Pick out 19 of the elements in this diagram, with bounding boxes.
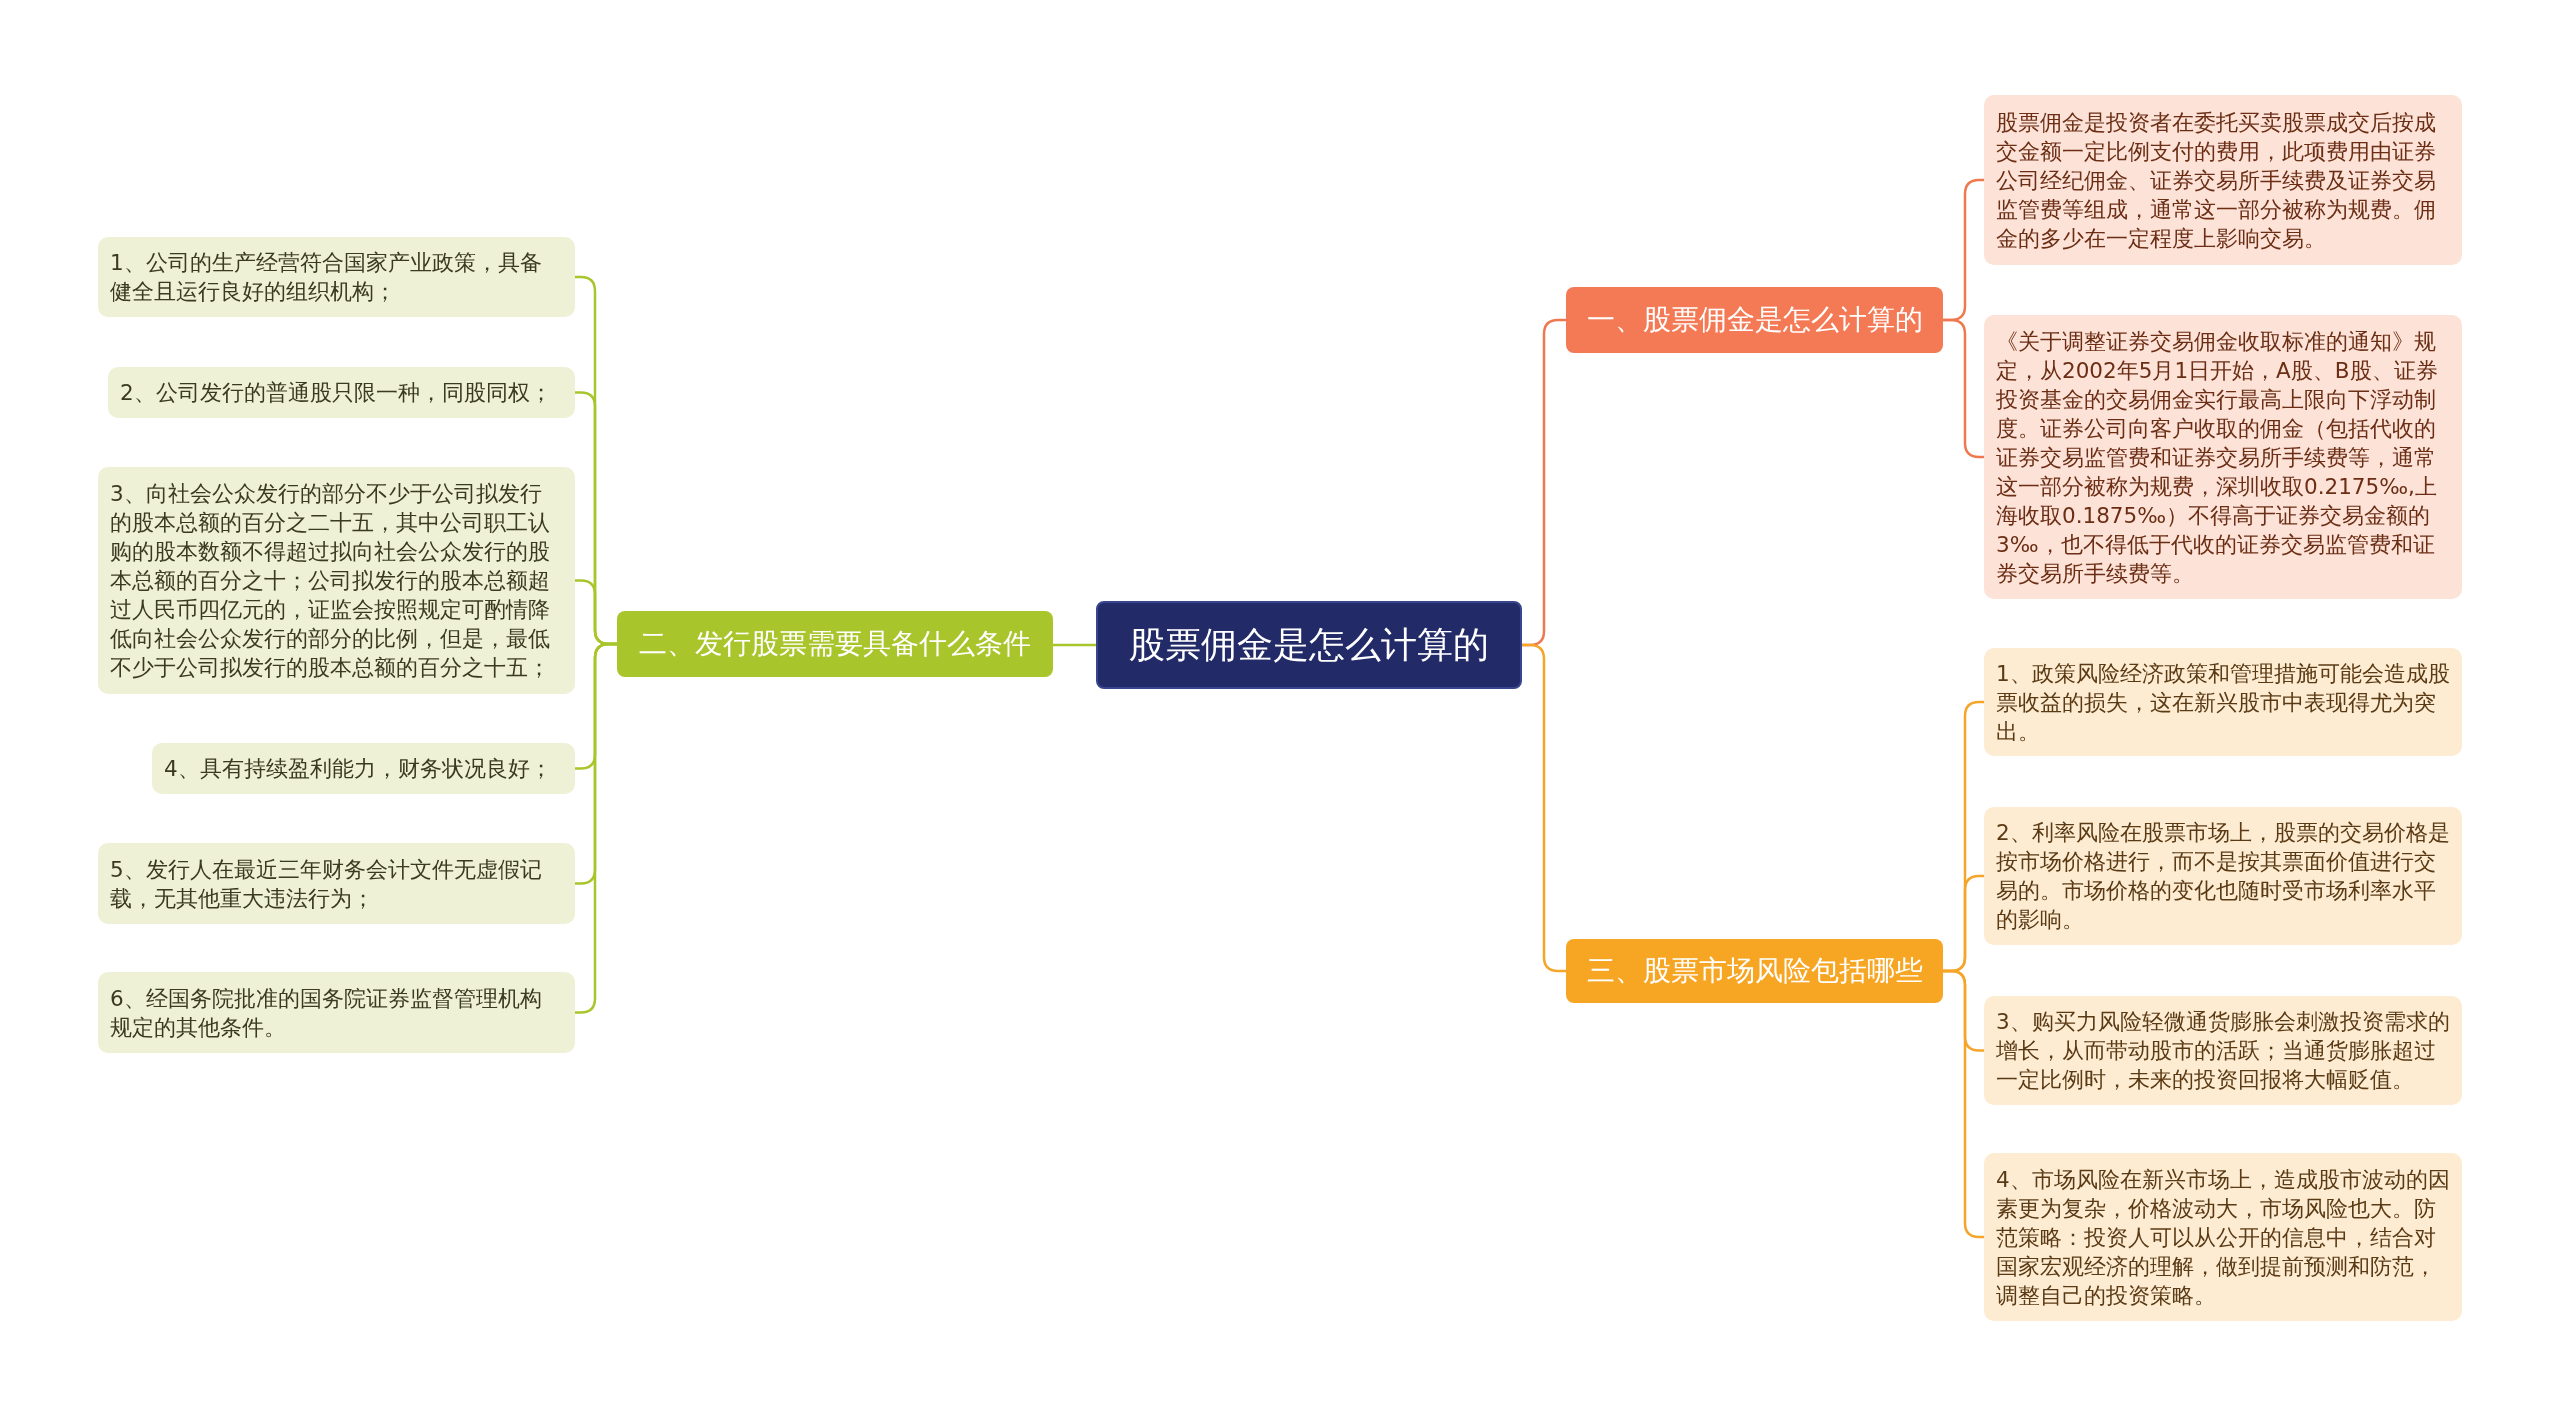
- detail-box: 3、购买力风险轻微通货膨胀会刺激投资需求的增长，从而带动股市的活跃；当通货膨胀超过一定比例时，未来的投资回报将大幅贬值。: [1984, 996, 2462, 1105]
- branch-topic-box: 一、股票佣金是怎么计算的: [1566, 287, 1943, 353]
- central-topic-box: 股票佣金是怎么计算的: [1096, 601, 1522, 689]
- detail-box: 4、具有持续盈利能力，财务状况良好；: [152, 743, 575, 794]
- detail-box: 股票佣金是投资者在委托买卖股票成交后按成交金额一定比例支付的费用，此项费用由证券公司经纪佣金、证券交易所手续费及证券交易监管费等组成，通常这一部分被称为规费。佣金的多少在一定程度上影响交易。: [1984, 95, 2462, 265]
- branch-topic-box: 二、发行股票需要具备什么条件: [617, 611, 1053, 677]
- connector-line: [1943, 969, 1984, 1239]
- detail-box: 4、市场风险在新兴市场上，造成股市波动的因素更为复杂，价格波动大，市场风险也大。防范策略：投资人可以从公开的信息中，结合对国家宏观经济的理解，做到提前预测和防范，调整自己的投资策略。: [1984, 1153, 2462, 1321]
- detail-box: 3、向社会公众发行的部分不少于公司拟发行的股本总额的百分之二十五，其中公司职工认购的股本数额不得超过拟向社会公众发行的股本总额的百分之十；公司拟发行的股本总额超过人民币四亿元的，证监会按照规定可酌情降低向社会公众发行的部分的比例，但是，最低不少于公司拟发行的股本总额的百分之十五；: [98, 467, 575, 694]
- branch-topic-box: 三、股票市场风险包括哪些: [1566, 939, 1943, 1003]
- detail-box: 《关于调整证券交易佣金收取标准的通知》规定，从2002年5月1日开始，A股、B股、证券投资基金的交易佣金实行最高上限向下浮动制度。证券公司向客户收取的佣金（包括代收的证券交易监管费和证券交易所手续费等，通常这一部分被称为规费，深圳收取0.2175‰,上海收取0.1875‰）不得高于证券交易金额的3‰，也不得低于代收的证券交易监管费和证券交易所手续费等。: [1984, 315, 2462, 599]
- detail-box: 1、公司的生产经营符合国家产业政策，具备健全且运行良好的组织机构；: [98, 237, 575, 317]
- detail-box: 6、经国务院批准的国务院证券监督管理机构规定的其他条件。: [98, 972, 575, 1053]
- connector-line: [1053, 643, 1096, 647]
- detail-box: 5、发行人在最近三年财务会计文件无虚假记载，无其他重大违法行为；: [98, 843, 575, 924]
- detail-box: 2、利率风险在股票市场上，股票的交易价格是按市场价格进行，而不是按其票面价值进行交易的。市场价格的变化也随时受市场利率水平的影响。: [1984, 807, 2462, 945]
- detail-box: 1、政策风险经济政策和管理措施可能会造成股票收益的损失，这在新兴股市中表现得尤为突出。: [1984, 648, 2462, 756]
- connector-line: [1522, 643, 1566, 973]
- detail-box: 2、公司发行的普通股只限一种，同股同权；: [108, 367, 575, 418]
